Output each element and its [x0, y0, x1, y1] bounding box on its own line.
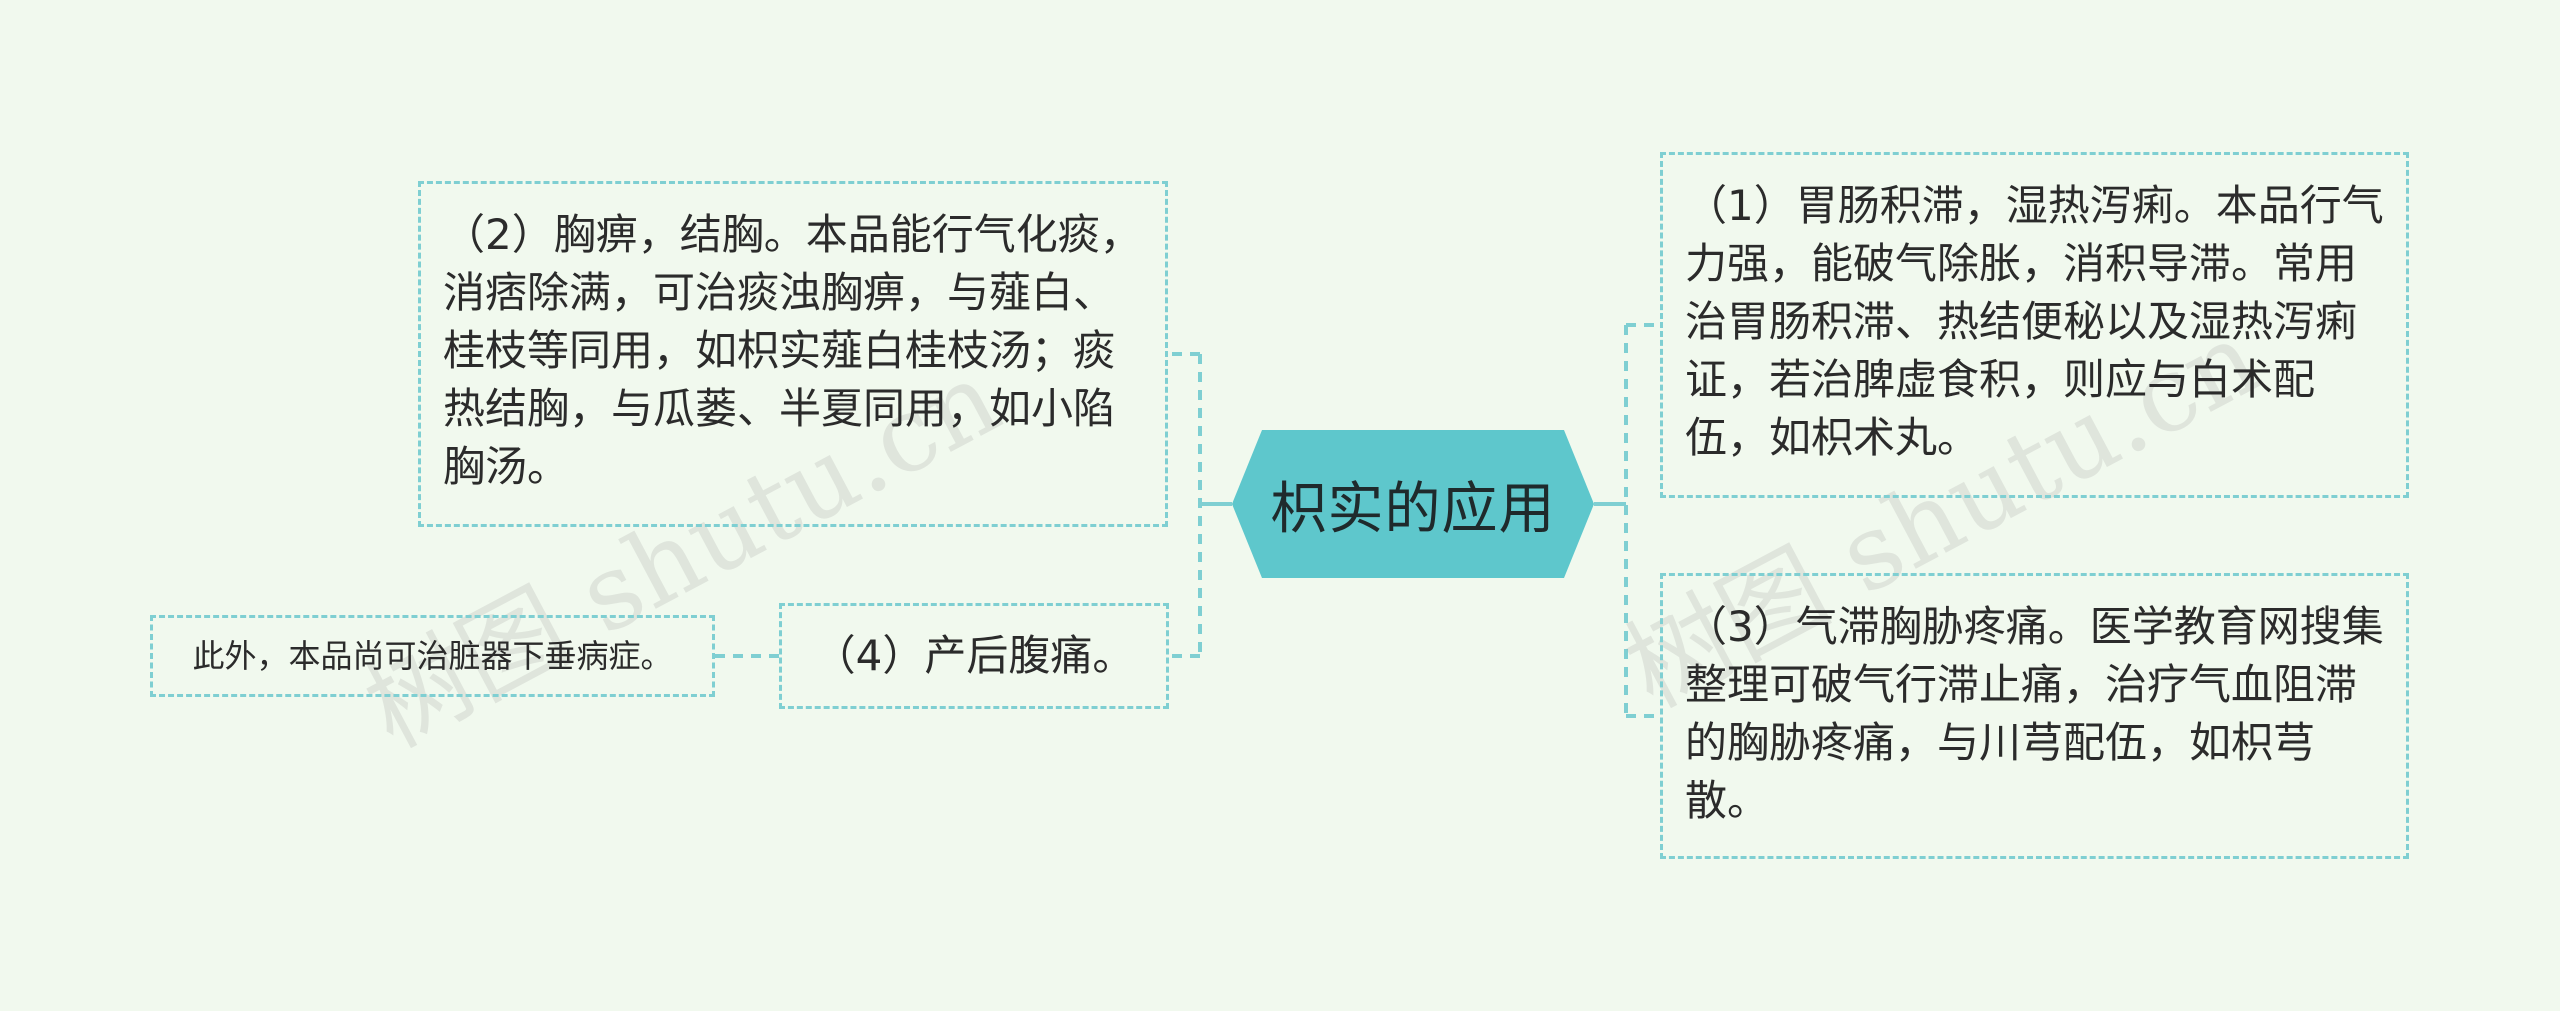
branch-node-item-2[interactable]: （2）胸痹，结胸。本品能行气化痰，消痞除满，可治痰浊胸痹，与薤白、桂枝等同用，如… [418, 181, 1168, 527]
center-hexagon [1232, 430, 1594, 578]
branch-node-item-3[interactable]: （3）气滞胸胁疼痛。医学教育网搜集整理可破气行滞止痛，治疗气血阻滞的胸胁疼痛，与… [1660, 573, 2409, 859]
child-node-item-4[interactable]: 此外，本品尚可治脏器下垂病症。 [150, 615, 715, 697]
center-node[interactable]: 枳实的应用 [1232, 430, 1594, 578]
branch-node-item-4[interactable]: （4）产后腹痛。 [779, 603, 1169, 709]
branch-node-item-1[interactable]: （1）胃肠积滞，湿热泻痢。本品行气力强，能破气除胀，消积导滞。常用治胃肠积滞、热… [1660, 152, 2409, 498]
center-title: 枳实的应用 [1270, 476, 1556, 542]
